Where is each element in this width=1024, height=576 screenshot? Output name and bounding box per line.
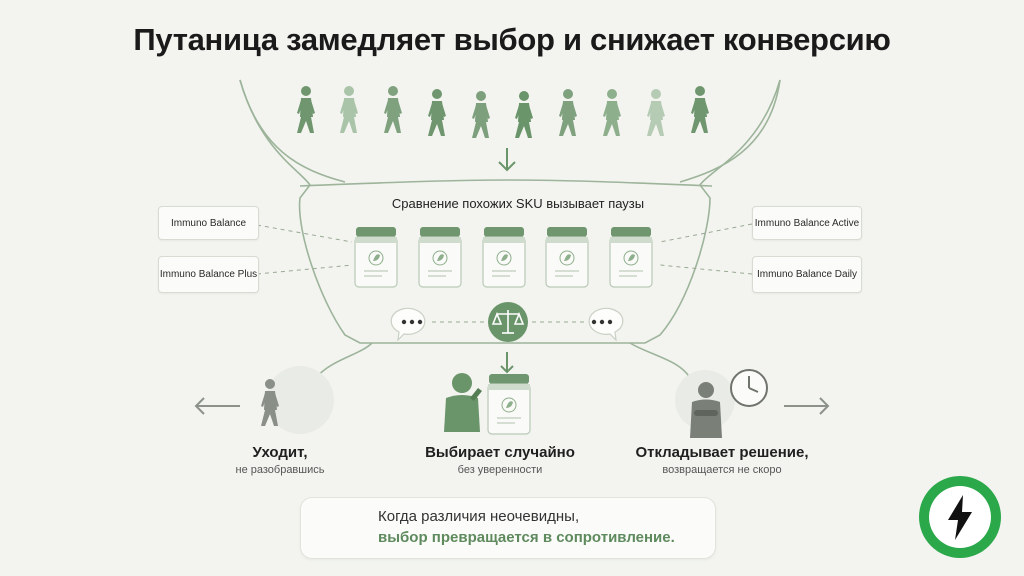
sku-card-immuno-balance-active: Immuno Balance Active bbox=[752, 206, 862, 240]
outcome-leave-title: Уходит, bbox=[252, 444, 308, 461]
jar-icon bbox=[354, 226, 398, 288]
person-walking-icon bbox=[603, 89, 621, 136]
outcome-postpone-subtitle: возвращается не скоро bbox=[662, 464, 782, 476]
person-arms-crossed-icon bbox=[690, 382, 722, 438]
jar-icon bbox=[482, 226, 526, 288]
speech-bubble-icon bbox=[588, 307, 624, 342]
person-thinking-icon bbox=[444, 373, 482, 432]
person-walking-icon bbox=[297, 86, 315, 133]
person-standing-icon bbox=[428, 89, 446, 136]
sku-card-immuno-balance: Immuno Balance bbox=[158, 206, 259, 240]
jar-icon bbox=[609, 226, 653, 288]
speech-bubble-icon bbox=[390, 307, 426, 342]
outcome-leave-subtitle: не разобравшись bbox=[235, 464, 325, 476]
conclusion-banner bbox=[300, 497, 716, 559]
right-branch bbox=[629, 342, 691, 379]
clock-icon bbox=[730, 369, 768, 407]
outcome-postpone-title: Откладывает решение, bbox=[635, 444, 809, 461]
down-arrow-icon bbox=[498, 148, 516, 172]
crowd bbox=[297, 86, 709, 138]
card-connectors bbox=[256, 223, 753, 323]
page-title: Путаница замедляет выбор и снижает конве… bbox=[133, 22, 891, 57]
person-walking-icon bbox=[340, 86, 358, 133]
outcome-random-title: Выбирает случайно bbox=[425, 444, 575, 461]
person-walking-icon bbox=[691, 86, 709, 133]
jar-icon bbox=[545, 226, 589, 288]
sku-heading: Сравнение похожих SKU вызывает паузы bbox=[391, 196, 645, 211]
jar-row bbox=[354, 226, 653, 288]
banner-line-1: Когда различия неочевидны, bbox=[378, 508, 580, 525]
person-walking-icon bbox=[559, 89, 577, 136]
banner-line-2: выбор превращается в сопротивление. bbox=[378, 529, 675, 546]
right-arrow-icon bbox=[784, 397, 830, 415]
left-arrow-icon bbox=[194, 397, 240, 415]
person-standing-icon bbox=[472, 91, 490, 138]
person-walking-icon bbox=[384, 86, 402, 133]
down-arrow-icon bbox=[500, 352, 514, 374]
scales-icon bbox=[488, 302, 528, 342]
outcome-random-subtitle: без уверенности bbox=[457, 464, 543, 476]
jar-icon bbox=[418, 226, 462, 288]
lightning-icon bbox=[919, 476, 1001, 558]
sku-card-immuno-balance-daily: Immuno Balance Daily bbox=[752, 256, 862, 293]
funnel-outline bbox=[239, 79, 781, 344]
sku-card-immuno-balance-plus: Immuno Balance Plus bbox=[158, 256, 259, 293]
jar-icon bbox=[487, 373, 531, 435]
left-branch bbox=[315, 342, 373, 379]
person-standing-icon bbox=[515, 91, 533, 138]
person-walking-icon bbox=[647, 89, 665, 136]
